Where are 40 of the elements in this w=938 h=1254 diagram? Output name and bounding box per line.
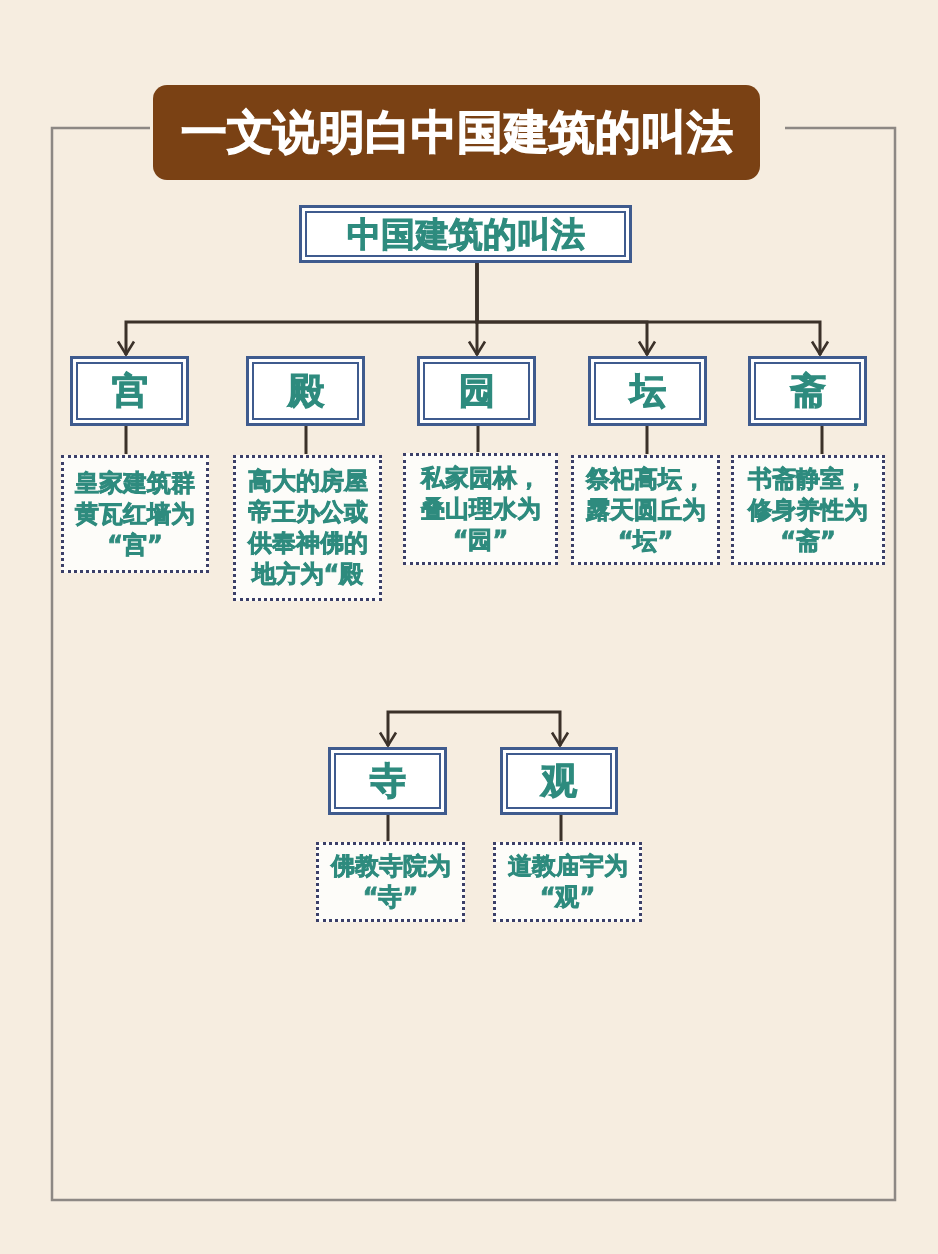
description-box	[731, 455, 885, 565]
arrow	[378, 710, 570, 747]
category-label: 园	[458, 369, 495, 413]
description-text: 道教庙宇为“观”	[506, 851, 629, 913]
description-text: 高大的房屋帝王办公或供奉神佛的地方为“殿	[246, 466, 369, 590]
category-box	[70, 356, 189, 426]
category-label: 坛	[629, 369, 666, 413]
description-box	[316, 842, 465, 922]
connector-line	[386, 815, 390, 841]
description-text: 私家园林，叠山理水为“园”	[419, 462, 542, 556]
category-box	[417, 356, 536, 426]
description-box	[61, 455, 209, 573]
description-box	[233, 455, 382, 601]
connector-line	[304, 426, 308, 454]
connector-line	[476, 426, 480, 452]
description-text: 佛教寺院为“寺”	[329, 851, 452, 913]
description-text: 书斋静室，修身养性为“斋”	[746, 463, 869, 557]
connector-line	[559, 815, 563, 841]
description-box	[493, 842, 642, 922]
category-label: 寺	[369, 759, 406, 803]
connector-line	[124, 426, 128, 454]
connector-line	[645, 426, 649, 454]
description-box	[571, 455, 720, 565]
description-text: 祭祀高坛，露天圆丘为“坛”	[584, 463, 707, 557]
arrow	[475, 263, 830, 356]
description-text: 皇家建筑群黄瓦红墙为“宫”	[74, 467, 196, 561]
category-label: 宫	[111, 369, 148, 413]
description-box	[403, 453, 558, 565]
category-box	[328, 747, 447, 815]
title-banner: 一文说明白中国建筑的叫法	[153, 85, 760, 180]
category-box	[588, 356, 707, 426]
root-box	[299, 205, 632, 263]
connector-line	[820, 426, 824, 454]
category-box	[246, 356, 365, 426]
category-label: 斋	[789, 369, 826, 413]
category-box	[500, 747, 618, 815]
category-label: 观	[541, 759, 577, 803]
category-label: 殿	[287, 369, 324, 413]
category-box	[748, 356, 867, 426]
root-label: 中国建筑的叫法	[346, 213, 585, 255]
